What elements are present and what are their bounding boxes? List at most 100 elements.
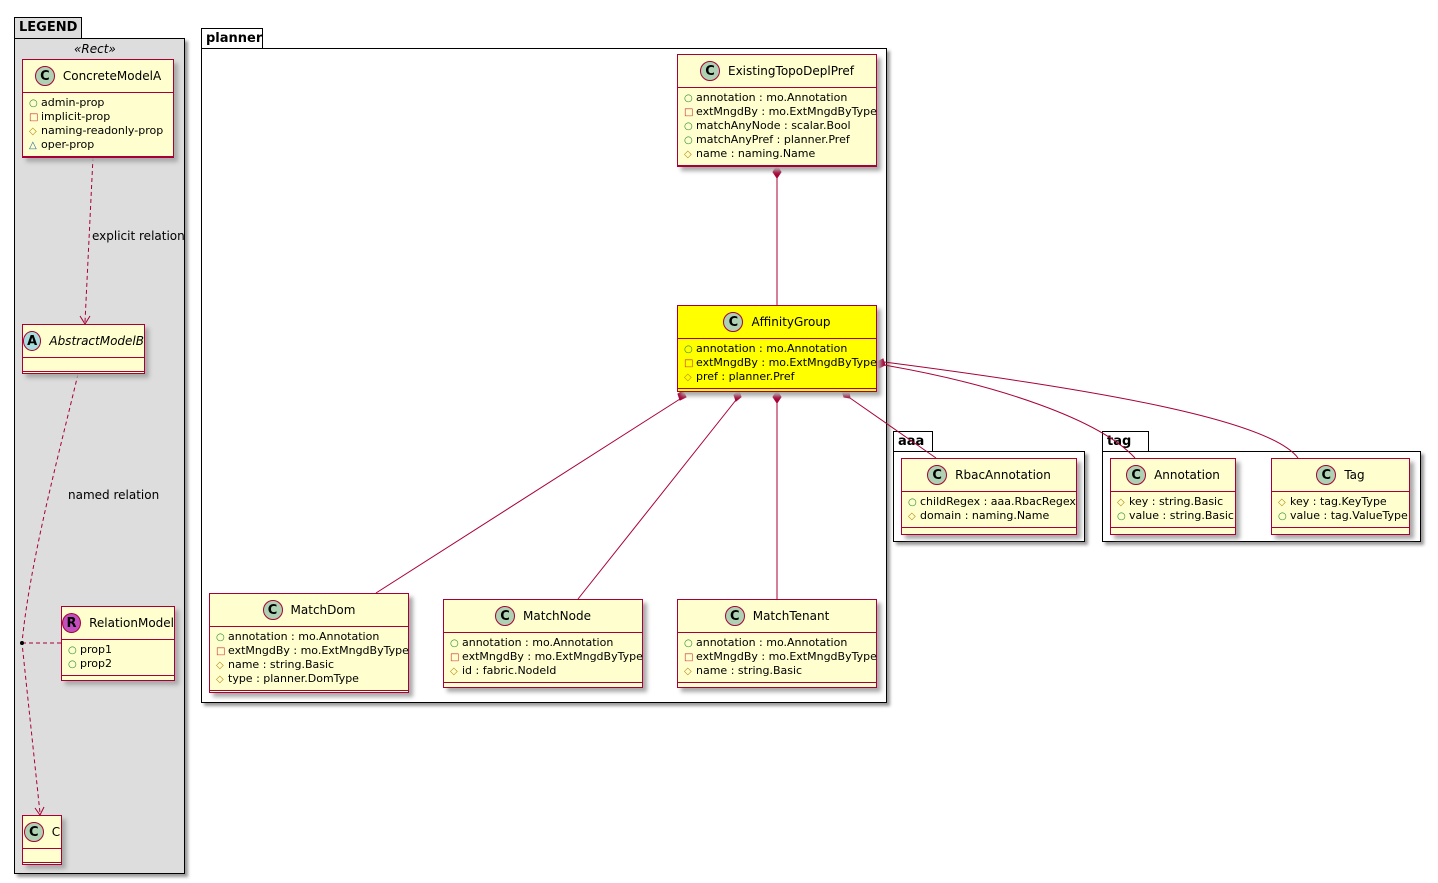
class-attribute: ◇name : string.Basic	[216, 658, 402, 672]
visibility-icon: □	[684, 358, 694, 369]
visibility-icon: □	[684, 652, 694, 663]
attribute-text: key : string.Basic	[1129, 495, 1224, 508]
class-attributes: ○admin-prop□implicit-prop◇naming-readonl…	[23, 93, 173, 157]
attribute-text: implicit-prop	[41, 110, 111, 123]
class-attribute: ◇ id : fabric.NodeId	[450, 664, 636, 678]
class-type-c-icon: C	[700, 61, 720, 81]
visibility-icon: ◇	[450, 666, 458, 677]
class-attribute: □extMngdBy : mo.ExtMngdByType	[684, 650, 877, 664]
class-attributes: ◇key : string.Basic ○value : string.Basic	[1111, 492, 1235, 528]
attribute-text: type : planner.DomType	[228, 672, 359, 685]
visibility-icon: ○	[1117, 511, 1126, 522]
class-attributes: ○prop1○prop2	[62, 640, 174, 676]
attribute-text: annotation : mo.Annotation	[228, 630, 380, 643]
class-attribute: ○matchAnyNode : scalar.Bool	[684, 119, 870, 133]
attribute-text: name : string.Basic	[696, 664, 803, 677]
class-attribute: ○annotation : mo.Annotation	[450, 636, 636, 650]
class-attribute: ○annotation : mo.Annotation	[684, 636, 870, 650]
class-name: AbstractModelB	[49, 334, 144, 348]
class-header: R RelationModel	[62, 607, 174, 640]
visibility-icon: ◇	[684, 149, 692, 160]
attribute-text: name : naming.Name	[696, 147, 816, 160]
visibility-icon: ○	[450, 638, 459, 649]
class-attributes: ○annotation : mo.Annotation□extMngdBy : …	[678, 88, 877, 166]
visibility-icon: ◇	[684, 372, 692, 383]
edge-affinity-matchnode	[577, 399, 737, 600]
visibility-icon: ○	[908, 497, 917, 508]
attribute-text: extMngdBy : mo.ExtMngdByType	[228, 644, 409, 657]
association-dot	[20, 641, 24, 645]
class-type-c-icon: C	[1126, 465, 1147, 485]
composition-diamond	[677, 390, 687, 401]
class-attribute: ◇ name : naming.Name	[684, 147, 870, 161]
class-attribute: ○admin-prop	[29, 96, 167, 110]
class-attribute: □extMngdBy : mo.ExtMngdByType	[684, 105, 877, 119]
package-aaa	[893, 451, 1085, 542]
edge-named	[21, 373, 79, 814]
visibility-icon: □	[216, 646, 226, 657]
class-name: RelationModel	[89, 616, 174, 630]
visibility-icon: ○	[68, 645, 77, 656]
attribute-text: annotation : mo.Annotation	[462, 636, 614, 649]
attribute-text: extMngdBy : mo.ExtMngdByType	[696, 105, 877, 118]
class-attribute: ○annotation : mo.Annotation	[216, 630, 402, 644]
edge-affinity-matchdom	[375, 398, 681, 594]
class-attribute: ◇key : string.Basic	[1117, 495, 1229, 509]
class-type-c-icon: C	[34, 66, 55, 86]
attribute-text: naming-readonly-prop	[41, 124, 164, 137]
package-tab-planner: planner	[201, 28, 263, 49]
class-attribute: ○matchAnyPref : planner.Pref	[684, 133, 870, 147]
visibility-icon: ◇	[1278, 497, 1286, 508]
visibility-icon: ○	[29, 98, 38, 109]
package-tab-legend: LEGEND	[14, 17, 82, 39]
attribute-text: value : tag.ValueType	[1290, 509, 1408, 522]
class-affinitygroup[interactable]: C AffinityGroup ○annotation : mo.Annotatio…	[677, 305, 877, 392]
attribute-text: annotation : mo.Annotation	[696, 636, 848, 649]
class-attribute: □implicit-prop	[29, 110, 167, 124]
package-tag	[1102, 451, 1421, 542]
class-attributes: ○annotation : mo.Annotation□extMngdBy : …	[678, 633, 877, 683]
class-type-r-icon: R	[62, 613, 82, 633]
class-attributes	[23, 849, 61, 863]
visibility-icon: ○	[684, 121, 693, 132]
class-attribute: ◇naming-readonly-prop	[29, 124, 167, 138]
attribute-text: id : fabric.NodeId	[462, 664, 557, 677]
legend-stereotype: «Rect»	[74, 42, 116, 56]
class-relationmodel[interactable]: R RelationModel ○prop1○prop2	[61, 606, 175, 681]
attribute-text: annotation : mo.Annotation	[696, 342, 848, 355]
package-planner	[201, 48, 887, 703]
attribute-text: value : string.Basic	[1129, 509, 1234, 522]
attribute-text: extMngdBy : mo.ExtMngdByType	[696, 650, 877, 663]
visibility-icon: ○	[684, 344, 693, 355]
class-attributes: ○childRegex : aaa.RbacRegex◇domain : nam…	[902, 492, 1076, 528]
class-attribute: ○annotation : mo.Annotation	[684, 91, 870, 105]
class-attributes: ○annotation : mo.Annotation□extMngdBy : …	[678, 339, 877, 389]
attribute-text: prop1	[80, 643, 112, 656]
class-name: AffinityGroup	[751, 315, 831, 329]
explicit-relation-label: explicit relation	[92, 229, 185, 243]
visibility-icon: □	[450, 652, 460, 663]
class-attribute: ◇ type : planner.DomType	[216, 672, 402, 686]
visibility-icon: ◇	[216, 674, 224, 685]
class-attribute: ◇ name : string.Basic	[684, 664, 870, 678]
class-type-c-icon: C	[723, 312, 744, 332]
composition-diamond	[772, 390, 782, 404]
class-attribute: □extMngdBy : mo.ExtMngdByType	[216, 644, 409, 658]
class-type-c-icon: C	[724, 606, 745, 626]
class-attributes: ○annotation : mo.Annotation□extMngdBy : …	[210, 627, 409, 691]
package-tab-tag: tag	[1102, 431, 1149, 452]
visibility-icon: ◇	[684, 666, 692, 677]
